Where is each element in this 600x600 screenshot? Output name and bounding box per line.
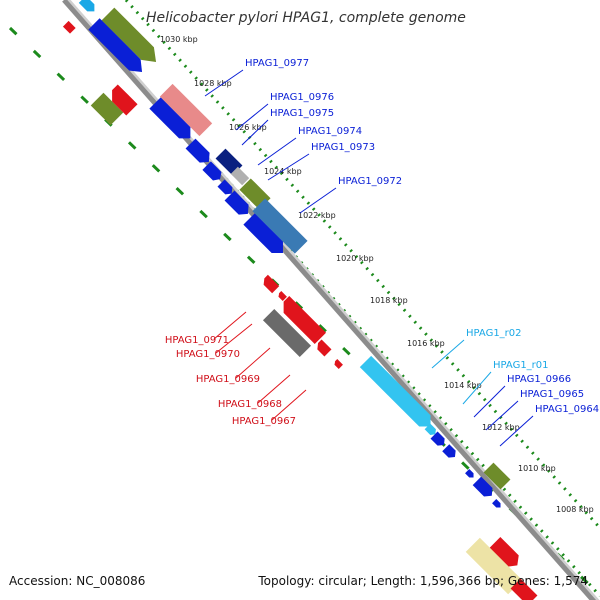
gene-grey-0974 [230, 166, 250, 186]
gene-label-reverse: HPAG1_0971 [165, 335, 229, 346]
label-leader-line [215, 323, 253, 354]
gene-rna-r02 [359, 355, 431, 427]
gene-reverse-0971a [263, 274, 280, 294]
gene-olive-1010 [483, 462, 511, 490]
label-leader-line [257, 137, 297, 166]
gene-label-reverse: HPAG1_0970 [176, 349, 240, 360]
gene-label-forward: HPAG1_0972 [338, 176, 402, 187]
label-leader-line [431, 339, 465, 369]
gene-steelblue-0972 [252, 198, 308, 254]
gene-label-reverse: HPAG1_0968 [218, 399, 282, 410]
gene-label-forward: HPAG1_0965 [520, 389, 584, 400]
label-leader-line [485, 400, 519, 431]
gene-forward-0964a [465, 469, 474, 478]
gene-label-reverse: HPAG1_0967 [232, 416, 296, 427]
gene-grey-0969 [262, 308, 312, 358]
gene-label-reverse: HPAG1_0969 [196, 374, 260, 385]
gene-forward-1027 [149, 97, 191, 139]
gene-label-forward: HPAG1_0966 [507, 374, 571, 385]
gene-forward-0972a [224, 190, 249, 215]
gene-yellow-1006 [465, 537, 523, 595]
gene-reverse-0971b [278, 291, 287, 301]
label-leader-line [235, 347, 271, 379]
label-leader-line [271, 389, 307, 421]
gene-forward-0973 [217, 179, 233, 195]
gene-forward-1030 [88, 18, 143, 73]
tick-label: 1026 kbp [229, 123, 267, 132]
gene-forward-0976 [185, 138, 210, 163]
tick-label: 1030 kbp [160, 35, 198, 44]
label-leader-line [241, 119, 269, 146]
gene-forward-1009 [492, 499, 501, 508]
gene-reverse-0970 [283, 295, 327, 345]
gene-label-forward: HPAG1_0973 [311, 142, 375, 153]
label-leader-line [213, 311, 247, 340]
tick-label: 1010 kbp [518, 464, 556, 473]
gene-label-forward: HPAG1_0975 [270, 108, 334, 119]
gene-olive-reverse [90, 92, 124, 126]
gene-reverse-0968 [317, 339, 332, 357]
gene-label-forward: HPAG1_r01 [493, 360, 549, 371]
tick-label: 1028 kbp [194, 79, 232, 88]
gene-reverse-0967 [334, 359, 343, 369]
gene-olive-1030 [101, 7, 157, 63]
gene-navy-0975 [215, 148, 243, 176]
gene-forward-0965 [442, 444, 456, 458]
label-leader-line [235, 103, 269, 131]
label-leader-line [204, 69, 244, 97]
tick-label: 1012 kbp [482, 423, 520, 432]
tick-label: 1016 kbp [407, 339, 445, 348]
tick-label: 1018 kbp [370, 296, 408, 305]
gene-forward-0972 [243, 213, 283, 253]
gene-forward-0974 [202, 161, 222, 181]
gene-reverse-top [62, 20, 76, 34]
tick-label: 1008 kbp [556, 505, 594, 514]
gene-labels: HPAG1_0977HPAG1_0976HPAG1_0975HPAG1_0974… [165, 58, 599, 447]
label-leader-line [462, 371, 492, 405]
label-leader-line [267, 153, 310, 181]
gene-forward-0964 [472, 476, 493, 497]
gene-red-1005 [510, 578, 538, 600]
tick-label: 1014 kbp [444, 381, 482, 390]
gene-rna-r01 [424, 423, 436, 435]
label-leader-line [473, 385, 506, 418]
tick-label: 1024 kbp [264, 167, 302, 176]
topology-label: Topology: circular; Length: 1,596,366 bp… [258, 574, 588, 588]
gene-forward-0966 [430, 431, 445, 446]
label-leader-line [299, 187, 337, 214]
gene-pink-1027 [159, 83, 213, 137]
map-title: Helicobacter pylori HPAG1, complete geno… [146, 10, 466, 26]
gene-label-forward: HPAG1_0964 [535, 404, 599, 415]
gene-label-forward: HPAG1_0977 [245, 58, 309, 69]
gene-forward-top-small [78, 0, 95, 12]
gene-label-forward: HPAG1_0974 [298, 126, 362, 137]
gene-label-forward: HPAG1_r02 [466, 328, 522, 339]
gene-label-forward: HPAG1_0976 [270, 92, 334, 103]
scale-tick-labels: 1030 kbp 1028 kbp 1026 kbp 1024 kbp 1022 kbp… [160, 35, 594, 514]
accession-label: Accession: NC_008086 [9, 574, 146, 588]
gene-red-1006 [489, 537, 519, 567]
backbone-line [62, 0, 597, 600]
label-leader-line [257, 374, 291, 404]
label-leader-line [499, 415, 534, 447]
tick-label: 1020 kbp [336, 254, 374, 263]
tick-label: 1022 kbp [298, 211, 336, 220]
